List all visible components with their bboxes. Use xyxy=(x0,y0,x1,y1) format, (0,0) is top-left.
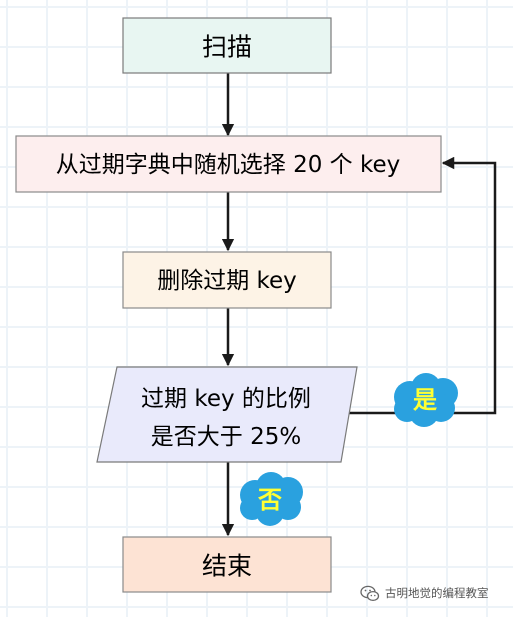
edge-yes-label: 是 xyxy=(413,386,437,414)
wechat-icon xyxy=(360,585,380,601)
node-end-box xyxy=(122,536,332,593)
node-decision-shape xyxy=(96,366,358,463)
node-decision: 过期 key 的比例 是否大于 25% xyxy=(96,366,358,463)
edge-no-label: 否 xyxy=(257,486,282,514)
node-scan-box xyxy=(122,17,332,74)
node-select: 从过期字典中随机选择 20 个 key xyxy=(15,135,442,193)
node-end: 结束 xyxy=(122,536,332,593)
node-decision-line2: 是否大于 25% xyxy=(151,424,301,450)
node-delete: 删除过期 key xyxy=(122,251,332,309)
node-scan-label: 扫描 xyxy=(202,33,252,62)
node-scan: 扫描 xyxy=(122,17,332,74)
edge-yes-tag: 是 xyxy=(394,373,458,427)
node-select-box xyxy=(15,135,442,193)
yes-cloud-shape xyxy=(394,373,458,427)
node-delete-box xyxy=(122,251,332,309)
no-cloud-shape xyxy=(240,472,303,526)
watermark-text: 古明地觉的编程教室 xyxy=(385,586,489,600)
node-select-label: 从过期字典中随机选择 20 个 key xyxy=(56,152,400,178)
node-decision-line1: 过期 key 的比例 xyxy=(141,386,311,412)
node-end-label: 结束 xyxy=(202,552,252,581)
edge-no-tag: 否 xyxy=(240,472,303,526)
node-delete-label: 删除过期 key xyxy=(157,268,297,294)
watermark: 古明地觉的编程教室 xyxy=(360,583,489,603)
